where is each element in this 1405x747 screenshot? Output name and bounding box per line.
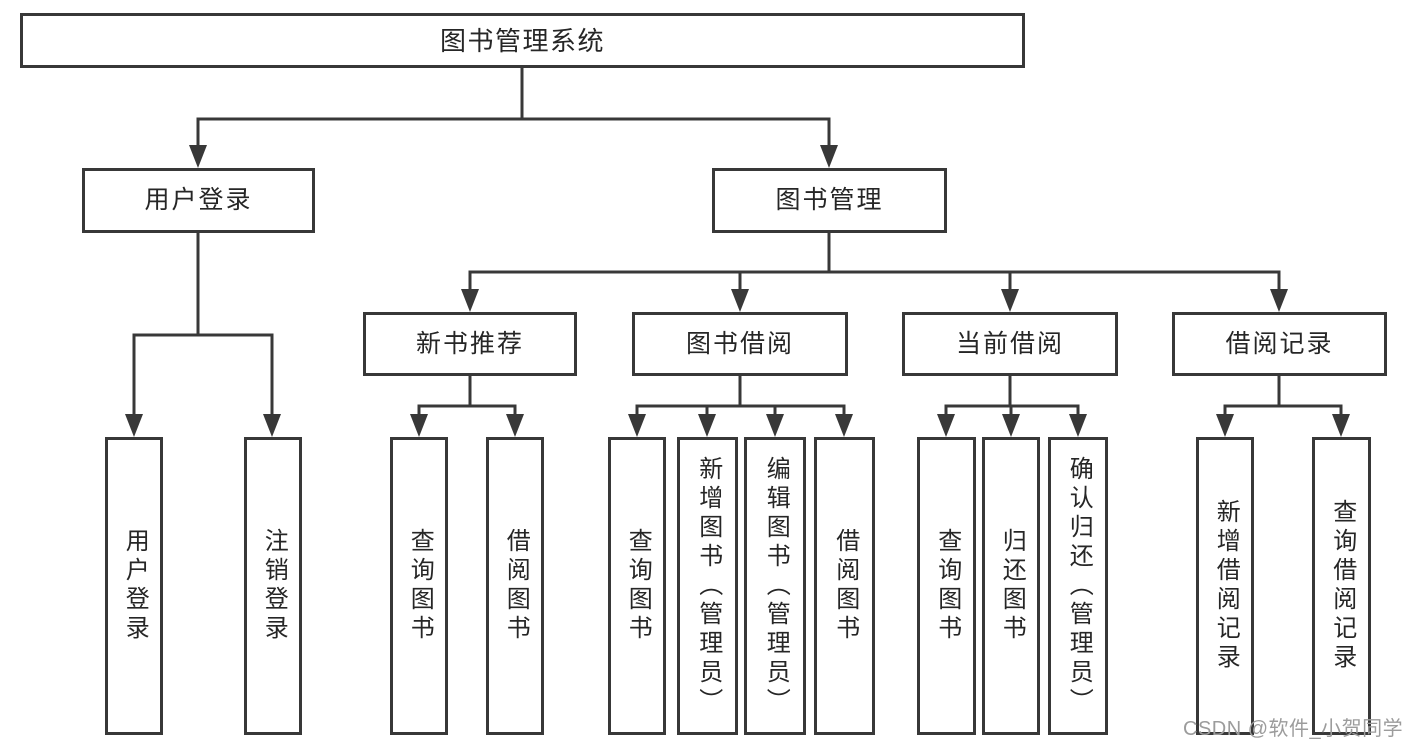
- connector-current-borrow-branch: [944, 374, 1080, 419]
- node-label: 借阅图书: [502, 528, 530, 644]
- node-label: 归还图书: [998, 528, 1026, 644]
- connector-borrow-record-branch: [1223, 374, 1343, 419]
- connector-book-management-branch: [468, 231, 1281, 294]
- node-library-management-system: 图书管理系统: [20, 13, 1025, 68]
- node-user-login: 用户登录: [82, 168, 315, 233]
- node-label: 查询图书: [624, 528, 652, 644]
- node-label: 图书管理系统: [439, 25, 605, 56]
- node-book-borrow: 图书借阅: [632, 312, 848, 376]
- connector-book-borrow-branch: [635, 374, 846, 419]
- node-bb-borrow-books: 借阅图书: [814, 437, 875, 735]
- node-nb-borrow-books: 借阅图书: [486, 437, 544, 735]
- node-bb-query-books: 查询图书: [608, 437, 666, 735]
- node-label: 图书借阅: [685, 329, 794, 358]
- node-label: 查询图书: [933, 528, 961, 644]
- node-nb-query-books: 查询图书: [390, 437, 448, 735]
- node-label: 新增图书（管理员）: [694, 455, 722, 717]
- node-label: 当前借阅: [955, 329, 1064, 358]
- node-cb-confirm-return-admin: 确认归还（管理员）: [1048, 437, 1108, 735]
- node-br-query-borrow-record: 查询借阅记录: [1312, 437, 1371, 735]
- node-book-management: 图书管理: [712, 168, 947, 233]
- node-label: 用户登录: [144, 186, 253, 214]
- connector-new-book-branch: [417, 374, 517, 419]
- connector-root-to-level2: [196, 66, 831, 150]
- node-logout: 注销登录: [244, 437, 302, 735]
- csdn-watermark: CSDN @软件_小贺同学: [1183, 718, 1404, 740]
- node-label: 用户登录: [121, 528, 149, 644]
- node-label: 注销登录: [260, 528, 288, 644]
- node-user-login-leaf: 用户登录: [105, 437, 163, 735]
- node-label: 编辑图书（管理员）: [762, 455, 790, 717]
- node-label: 查询图书: [406, 528, 434, 644]
- node-bb-add-book-admin: 新增图书（管理员）: [677, 437, 738, 735]
- node-label: 查询借阅记录: [1328, 499, 1356, 673]
- node-label: 借阅记录: [1225, 329, 1334, 358]
- node-bb-edit-book-admin: 编辑图书（管理员）: [744, 437, 806, 735]
- node-br-add-borrow-record: 新增借阅记录: [1196, 437, 1254, 735]
- node-cb-query-books: 查询图书: [917, 437, 976, 735]
- node-current-borrow: 当前借阅: [902, 312, 1118, 376]
- node-label: 借阅图书: [831, 528, 859, 644]
- node-label: 新书推荐: [415, 329, 524, 358]
- node-borrow-records: 借阅记录: [1172, 312, 1387, 376]
- connector-user-login-branch: [132, 231, 274, 419]
- node-label: 确认归还（管理员）: [1065, 455, 1093, 717]
- node-new-book-recommend: 新书推荐: [363, 312, 577, 376]
- node-cb-return-books: 归还图书: [982, 437, 1040, 735]
- node-label: 新增借阅记录: [1212, 499, 1240, 673]
- node-label: 图书管理: [775, 186, 884, 214]
